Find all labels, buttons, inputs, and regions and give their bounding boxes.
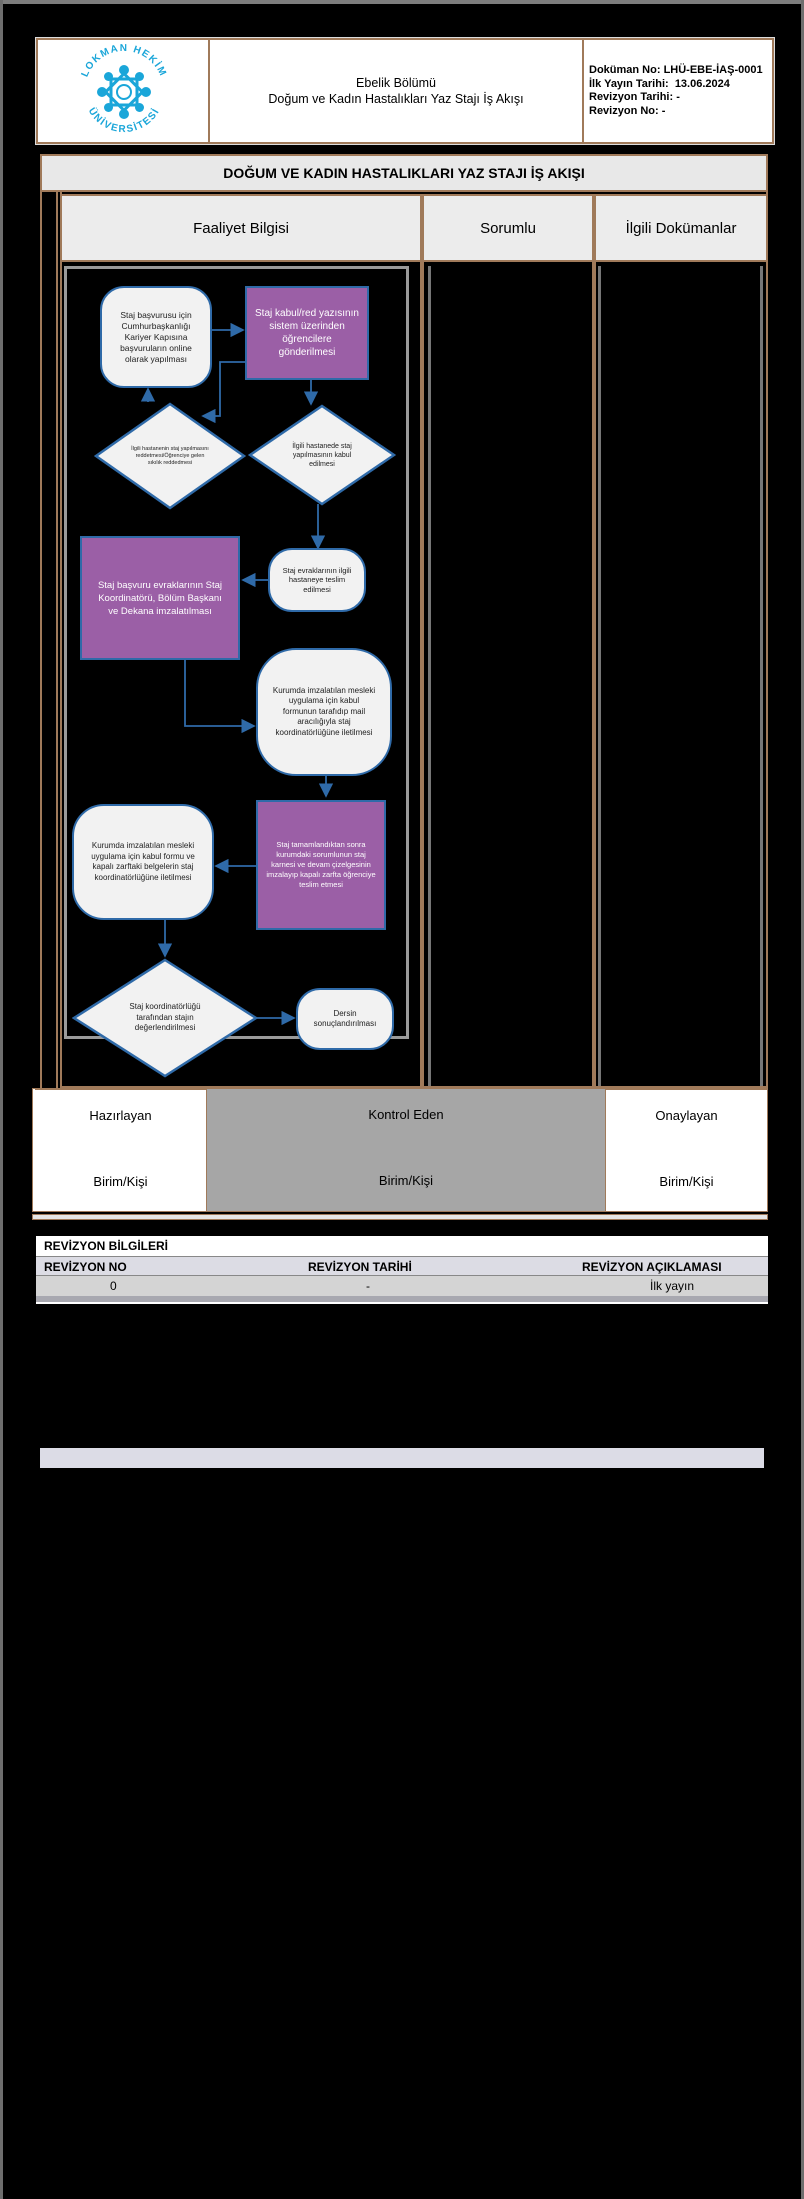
flow-connectors [140, 322, 334, 1026]
rev-no-line: Revizyon No: - [589, 105, 772, 119]
decision-evaluation-text: Staj koordinatörlüğü tarafından stajın d… [129, 1002, 201, 1033]
documents-right-line [760, 266, 763, 1086]
documents-column [594, 262, 768, 1088]
pub-date-line: İlk Yayın Tarihi: 13.06.2024 [589, 78, 772, 92]
revision-title-row: REVİZYON BİLGİLERİ [36, 1236, 768, 1256]
revision-desc-value: İlk yayın [650, 1279, 695, 1293]
decision-diamond-shape [72, 958, 258, 1078]
flow-step-acceptance-letter: Staj kabul/red yazısının sistem üzerinde… [245, 286, 369, 380]
flow-frame-bottom [64, 1036, 409, 1039]
signature-controlled-column: Kontrol Eden Birim/Kişi [207, 1089, 605, 1211]
revision-no-header: REVİZYON NO [44, 1260, 127, 1274]
responsible-column [422, 262, 594, 1088]
signature-table-bottom [32, 1214, 768, 1220]
decision-rejected-text: İlgili hastanenin staj yapılmasını redde… [131, 445, 209, 466]
signature-approved-column: Onaylayan Birim/Kişi [605, 1089, 767, 1211]
footer-bar [40, 1448, 764, 1468]
doc-no-line: Doküman No: LHÜ-EBE-İAŞ-0001 [589, 64, 772, 78]
revision-date-header: REVİZYON TARİHİ [308, 1260, 412, 1274]
flow-step-finalize-course: Dersin sonuçlandırılması [296, 988, 394, 1050]
flow-step-signatures: Staj başvuru evraklarının Staj Koordinat… [80, 536, 240, 660]
workflow-title: DOĞUM VE KADIN HASTALIKLARI YAZ STAJI İŞ… [40, 154, 768, 192]
activity-column [60, 262, 422, 1088]
revision-header-row: REVİZYON NO REVİZYON TARİHİ REVİZYON AÇI… [36, 1256, 768, 1276]
doc-no-label: Doküman No: [589, 64, 661, 76]
rev-date-line: Revizyon Tarihi: - [589, 91, 772, 105]
column-header-responsible: Sorumlu [422, 194, 594, 262]
flow-step-deliver-documents: Staj evraklarının ilgili hastaneye tesli… [268, 548, 366, 612]
revision-date-value: - [366, 1279, 370, 1293]
decision-diamond-shape [94, 402, 246, 510]
flow-decision-evaluation: Staj koordinatörlüğü tarafından stajın d… [72, 958, 258, 1078]
flow-frame-right [406, 266, 409, 1038]
logo-cell: LOKMAN HEKİM ÜNİVERSİTESİ [38, 40, 210, 142]
document-title: Doğum ve Kadın Hastalıkları Yaz Stajı İş… [268, 92, 524, 106]
pub-date-label: İlk Yayın Tarihi: [589, 77, 669, 90]
documents-inner-line [598, 266, 601, 1086]
prepared-label: Hazırlayan [89, 1108, 152, 1123]
column-header-documents: İlgili Dokümanlar [594, 194, 768, 262]
document-header: LOKMAN HEKİM ÜNİVERSİTESİ Ebeli [36, 38, 774, 144]
approved-unit: Birim/Kişi [659, 1174, 714, 1189]
flow-frame-left [64, 266, 67, 1038]
rev-date-label: Revizyon Tarihi: [589, 91, 674, 103]
university-logo: LOKMAN HEKİM ÜNİVERSİTESİ [80, 43, 167, 135]
revision-data-row: 0 - İlk yayın [36, 1276, 768, 1296]
department-name: Ebelik Bölümü [356, 76, 436, 90]
decision-accepted-text: İlgili hastanede staj yapılmasının kabul… [292, 442, 352, 468]
flow-step-forward-documents: Kurumda imzalatılan mesleki uygulama içi… [72, 804, 214, 920]
revision-no-value: 0 [110, 1279, 117, 1293]
doc-no-value: LHÜ-EBE-İAŞ-0001 [663, 64, 763, 76]
rev-no-value: - [661, 104, 666, 117]
revision-title: REVİZYON BİLGİLERİ [44, 1239, 169, 1253]
signature-table: Hazırlayan Birim/Kişi Kontrol Eden Birim… [32, 1088, 768, 1212]
page-left-edge [0, 0, 3, 2199]
decision-diamond-shape [248, 404, 396, 506]
flow-decision-rejected: İlgili hastanenin staj yapılmasını redde… [94, 402, 246, 510]
header-meta-cell: Doküman No: LHÜ-EBE-İAŞ-0001 İlk Yayın T… [584, 40, 772, 142]
revision-bottom-bar [36, 1296, 768, 1304]
column-header-activity: Faaliyet Bilgisi [60, 194, 422, 262]
revision-desc-header: REVİZYON AÇIKLAMASI [582, 1260, 722, 1274]
prepared-unit: Birim/Kişi [93, 1174, 148, 1189]
flow-step-online-application: Staj başvurusu için Cumhurbaşkanlığı Kar… [100, 286, 212, 388]
responsible-inner-line [428, 266, 431, 1086]
rev-no-label: Revizyon No: [589, 104, 659, 117]
flow-step-acceptance-form-mail: Kurumda imzalatılan mesleki uygulama içi… [256, 648, 392, 776]
pub-date-value: 13.06.2024 [674, 77, 730, 90]
flow-frame-top [64, 266, 408, 269]
controlled-unit: Birim/Kişi [378, 1173, 434, 1188]
rev-date-value: - [676, 91, 680, 103]
flow-step-internship-report: Staj tamamlandıktan sonra kurumdaki soru… [256, 800, 386, 930]
header-title-cell: Ebelik Bölümü Doğum ve Kadın Hastalıklar… [210, 40, 584, 142]
approved-label: Onaylayan [655, 1108, 718, 1123]
flow-decision-accepted: İlgili hastanede staj yapılmasının kabul… [248, 404, 396, 506]
controlled-label: Kontrol Eden [368, 1107, 444, 1122]
page-top-edge [0, 0, 804, 4]
page-right-edge [801, 0, 804, 2199]
signature-prepared-column: Hazırlayan Birim/Kişi [35, 1089, 207, 1211]
